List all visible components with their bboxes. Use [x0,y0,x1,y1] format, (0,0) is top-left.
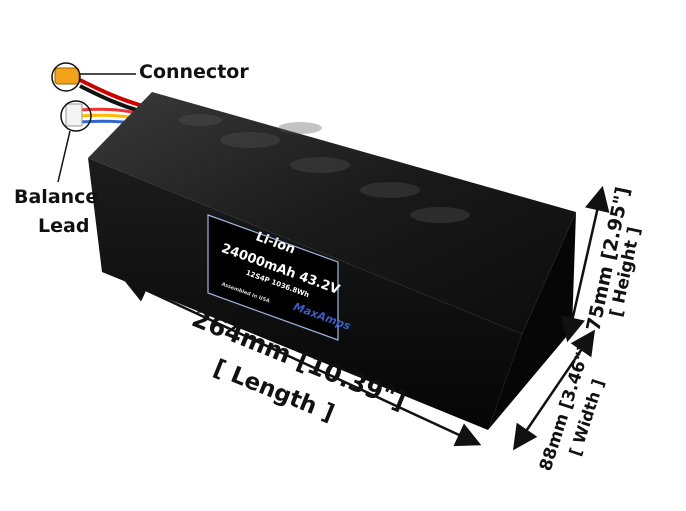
connector-callout-circle [51,62,81,92]
balance-callout-line2: Lead [38,215,90,237]
height-arrow [560,185,610,343]
balance-plug [65,103,83,127]
connector-plug [54,67,80,85]
width-arrow [512,329,596,451]
balance-callout-line1: Balance [14,186,99,208]
balance-callout-circle [60,100,92,132]
length-arrow [123,278,482,447]
battery-end [488,212,576,430]
connector-callout: Connector [139,61,249,83]
battery-top [88,92,576,334]
